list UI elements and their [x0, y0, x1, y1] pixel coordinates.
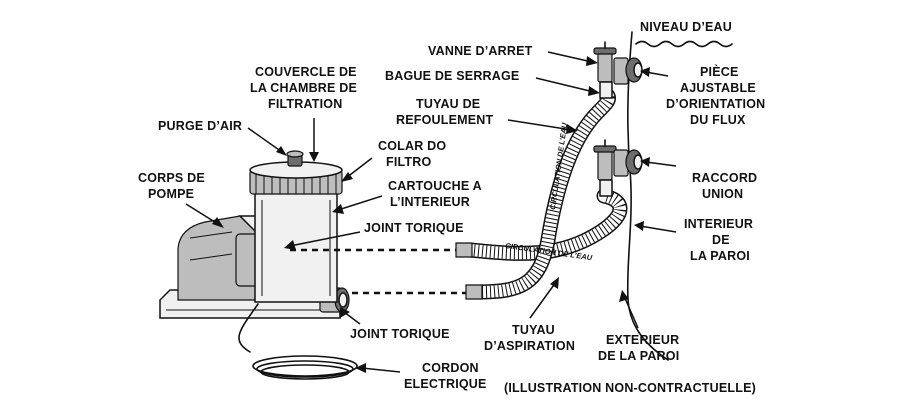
label-exterieur-1: EXTERIEUR [606, 333, 679, 347]
label-piece-ajustable-4: DU FLUX [690, 113, 746, 127]
label-joint-torique-bottom: JOINT TORIQUE [350, 327, 450, 341]
label-interieur-3: LA PAROI [690, 249, 750, 263]
label-exterieur-2: DE LA PAROI [598, 349, 679, 363]
label-tuyau-refoulement-2: REFOULEMENT [396, 113, 493, 127]
label-cordon-2: ELECTRIQUE [404, 377, 487, 391]
shut-off-valve-upper [594, 42, 616, 98]
label-couvercle-2: LA CHAMBRE DE [250, 81, 357, 95]
label-piece-ajustable-2: AJUSTABLE [680, 81, 756, 95]
label-joint-torique-top: JOINT TORIQUE [364, 221, 464, 235]
label-illustration-note: (ILLUSTRATION NON-CONTRACTUELLE) [504, 381, 756, 395]
label-raccord-2: UNION [702, 187, 743, 201]
label-colar-1: COLAR DO [378, 139, 446, 153]
label-cordon-1: CORDON [422, 361, 479, 375]
label-colar-2: FILTRO [386, 155, 431, 169]
label-vanne-arret: VANNE D’ARRET [428, 44, 533, 58]
label-cartouche-2: L’INTERIEUR [390, 195, 470, 209]
filter-chamber [250, 151, 342, 302]
adjustable-flow-fitting [614, 58, 642, 84]
label-cartouche-1: CARTOUCHE A [388, 179, 482, 193]
label-couvercle-3: FILTRATION [268, 97, 342, 111]
label-corps-1: CORPS DE [138, 171, 205, 185]
label-corps-2: POMPE [148, 187, 194, 201]
label-tuyau-aspiration-2: D’ASPIRATION [484, 339, 575, 353]
label-interieur-2: DE [712, 233, 730, 247]
label-bague-serrage: BAGUE DE SERRAGE [385, 69, 519, 83]
label-interieur-1: INTERIEUR [684, 217, 753, 231]
label-piece-ajustable-3: D’ORIENTATION [666, 97, 765, 111]
label-couvercle-1: COUVERCLE DE [255, 65, 357, 79]
label-purge-air: PURGE D’AIR [158, 119, 242, 133]
label-tuyau-refoulement-1: TUYAU DE [416, 97, 480, 111]
union-fitting [614, 150, 642, 176]
label-tuyau-aspiration-1: TUYAU [512, 323, 555, 337]
water-level-line [636, 42, 732, 47]
label-piece-ajustable-1: PIÈCE [700, 64, 739, 79]
shut-off-valve-lower [594, 140, 616, 196]
label-raccord-1: RACCORD [692, 171, 757, 185]
label-niveau-eau: NIVEAU D’EAU [640, 20, 732, 34]
labels: NIVEAU D’EAU VANNE D’ARRET BAGUE DE SERR… [138, 20, 765, 395]
